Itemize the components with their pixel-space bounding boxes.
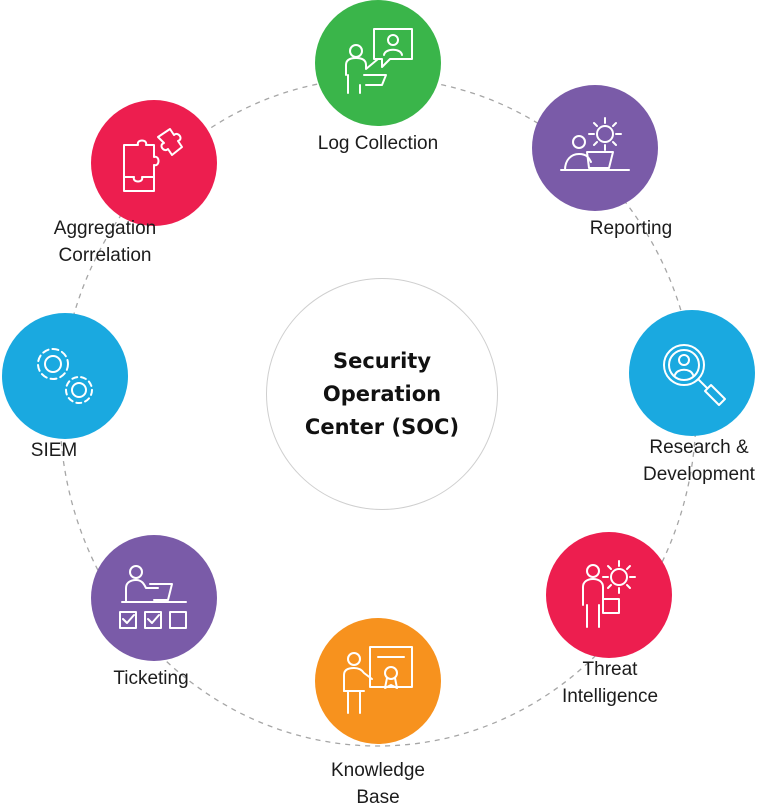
magnifier-user-icon <box>663 344 726 406</box>
label-aggregation: Aggregation Correlation <box>40 215 170 269</box>
node-reporting <box>532 85 658 211</box>
label-line: Intelligence <box>561 686 659 707</box>
label-reporting: Reporting <box>571 215 691 242</box>
label-line: Reporting <box>589 218 673 239</box>
label-line: Correlation <box>58 245 152 266</box>
label-line: Knowledge <box>330 760 426 781</box>
label-line: Aggregation <box>53 218 157 239</box>
gears-icon <box>37 348 93 404</box>
label-line: Development <box>643 464 755 485</box>
label-line: Research & <box>649 437 749 458</box>
center-line-1: Security <box>332 348 432 373</box>
node-aggregation <box>91 100 217 226</box>
center-circle: Security Operation Center (SOC) <box>266 278 498 510</box>
center-title: Security Operation Center (SOC) <box>297 345 467 444</box>
speech-presenter-icon <box>345 28 413 94</box>
label-research: Research & Development <box>630 434 768 488</box>
puzzle-icon <box>123 128 183 192</box>
label-line: Log Collection <box>317 133 439 154</box>
node-research <box>629 310 755 436</box>
node-threat <box>546 532 672 658</box>
certificate-presenter-icon <box>343 646 413 714</box>
person-gear-icon <box>582 560 636 628</box>
label-knowledge: Knowledge Base <box>312 757 444 811</box>
node-log-collection <box>315 0 441 126</box>
label-ticketing: Ticketing <box>98 665 204 692</box>
node-knowledge <box>315 618 441 744</box>
label-line: Threat <box>582 659 638 680</box>
label-threat: Threat Intelligence <box>545 656 675 710</box>
label-line: SIEM <box>30 440 78 461</box>
center-line-3: Center (SOC) <box>304 414 460 439</box>
label-line: Base <box>356 787 400 808</box>
center-line-2: Operation <box>322 381 442 406</box>
desk-checkboxes-icon <box>119 565 187 629</box>
node-ticketing <box>91 535 217 661</box>
label-log-collection: Log Collection <box>307 130 449 157</box>
label-line: Ticketing <box>113 668 189 689</box>
node-siem <box>2 313 128 439</box>
laptop-gear-icon <box>560 117 630 171</box>
label-siem: SIEM <box>14 437 94 464</box>
